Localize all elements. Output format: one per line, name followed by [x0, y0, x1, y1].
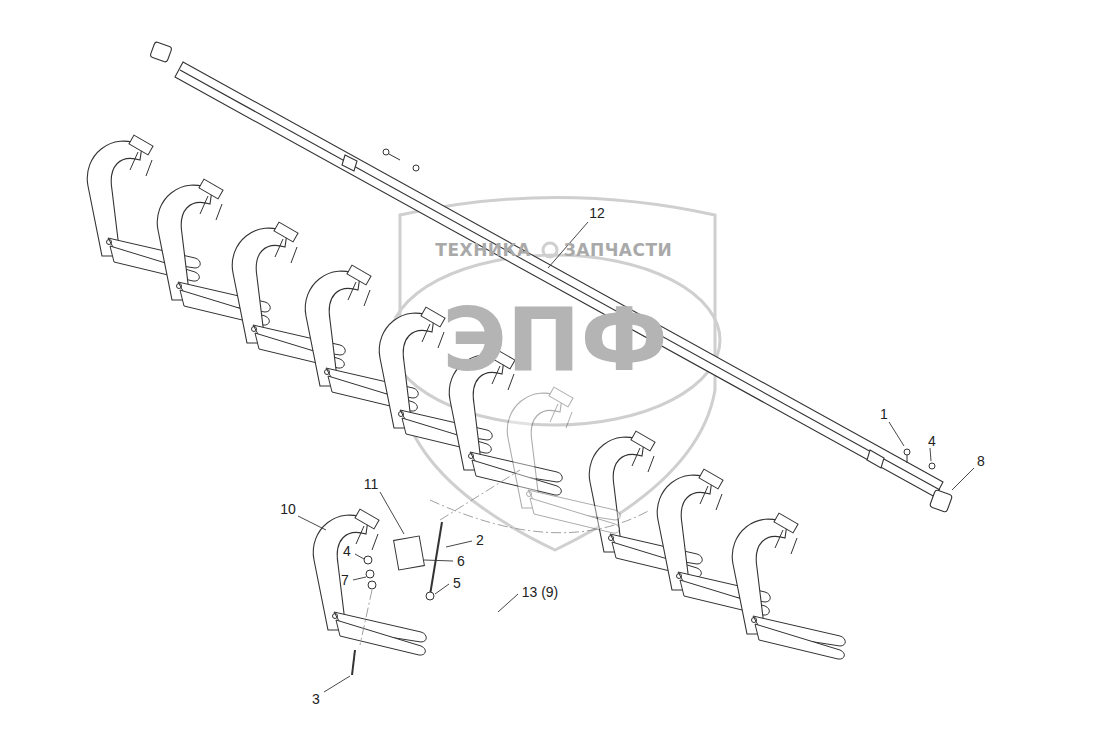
callout-number: 8 [977, 454, 985, 468]
callout-number: 13 (9) [522, 585, 559, 599]
watermark-text: ТЕХНИКА [435, 242, 530, 259]
callout-number: 10 [280, 502, 296, 516]
callout-number: 3 [312, 692, 320, 706]
square-tube [150, 41, 953, 512]
spring-tine [87, 135, 845, 659]
leader-line [298, 222, 974, 692]
callout-number: 2 [476, 533, 484, 547]
exploded-tine [313, 509, 442, 675]
callout-number: 4 [928, 434, 936, 448]
callout-number: 4 [343, 544, 351, 558]
watermark-logo: ЭПФ [442, 296, 668, 384]
callout-number: 7 [341, 573, 349, 587]
watermark-text: ЗАПЧАСТИ [564, 242, 673, 259]
callout-number: 11 [364, 477, 379, 491]
callout-number: 6 [457, 554, 465, 568]
alignment-line [360, 470, 650, 645]
callout-number: 1 [880, 407, 888, 421]
callout-number: 12 [589, 206, 605, 220]
callout-number: 5 [453, 576, 461, 590]
